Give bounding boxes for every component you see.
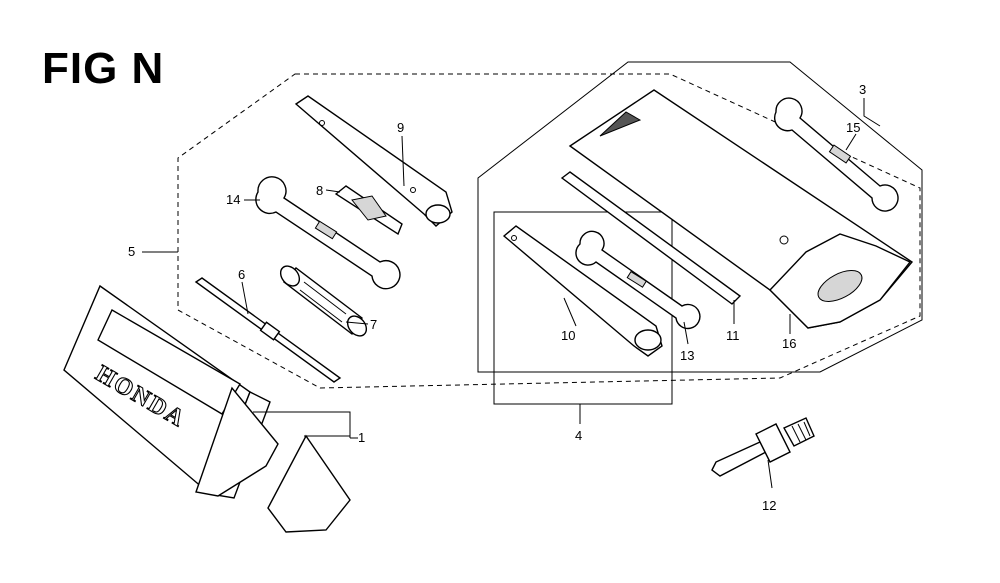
callout-9: 9 [397,120,404,135]
rod-part-11[interactable] [560,171,742,305]
callout-7: 7 [370,317,377,332]
callout-16: 16 [782,336,796,351]
callout-14: 14 [226,192,240,207]
tool-case-part-1[interactable]: HONDA [63,284,351,533]
callout-13: 13 [680,348,694,363]
callout-10: 10 [561,328,575,343]
screwdriver-part-7[interactable] [277,262,370,339]
callout-3: 3 [859,82,866,97]
tool-bag-part-16[interactable] [568,89,914,329]
tool-bag-boundary [477,61,923,373]
box-wrench-part-9[interactable] [294,95,453,227]
callout-1: 1 [358,430,365,445]
callout-5: 5 [128,244,135,259]
rod-part-6[interactable] [194,277,342,383]
callout-8: 8 [316,183,323,198]
box-wrench-part-10[interactable] [502,225,663,357]
figure-title: FIG N [42,44,165,93]
callout-12: 12 [762,498,776,513]
callout-6: 6 [238,267,245,282]
spark-plug-part-12[interactable] [711,417,815,477]
screwdriver-bit-part-8[interactable] [334,185,403,236]
callout-4: 4 [575,428,582,443]
leader-lines [142,98,881,489]
callout-11: 11 [726,328,740,343]
callout-15: 15 [846,120,860,135]
wrench-part-15[interactable] [773,97,899,212]
tool-kit-boundary [177,73,921,389]
wrench-part-13[interactable] [575,230,701,330]
wrench-part-14[interactable] [255,176,401,290]
